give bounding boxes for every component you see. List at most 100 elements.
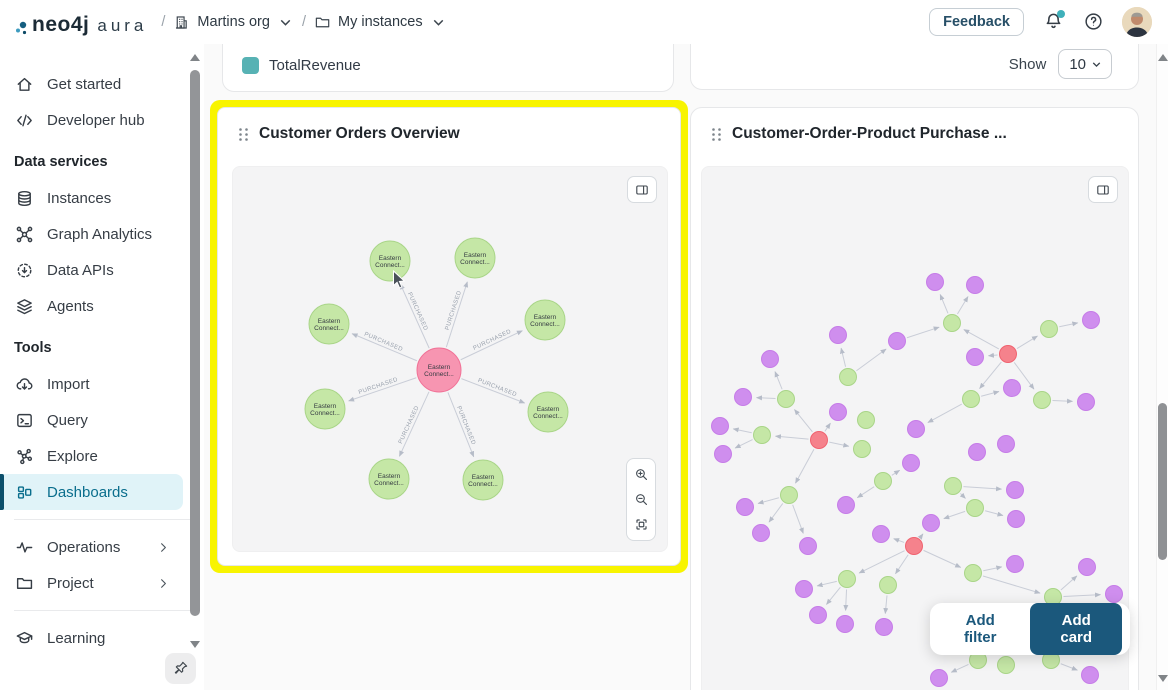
graph-node[interactable] bbox=[454, 237, 496, 279]
graph-node[interactable] bbox=[1078, 558, 1096, 576]
graph-node[interactable] bbox=[905, 537, 923, 555]
graph-node[interactable] bbox=[829, 326, 847, 344]
neo4j-aura-logo[interactable]: neo4j aura bbox=[14, 9, 147, 35]
graph-node[interactable] bbox=[966, 276, 984, 294]
graph-node[interactable] bbox=[879, 576, 897, 594]
sidebar-item-instances[interactable]: Instances bbox=[0, 180, 183, 216]
graph-node[interactable] bbox=[964, 564, 982, 582]
scroll-down-arrow[interactable] bbox=[1158, 675, 1168, 682]
graph-node[interactable] bbox=[734, 388, 752, 406]
graph-node[interactable] bbox=[926, 273, 944, 291]
graph-node[interactable] bbox=[839, 368, 857, 386]
graph-node[interactable] bbox=[799, 537, 817, 555]
graph-node[interactable] bbox=[809, 606, 827, 624]
graph-node[interactable] bbox=[997, 656, 1015, 674]
graph-node[interactable] bbox=[736, 498, 754, 516]
graph-node[interactable] bbox=[714, 445, 732, 463]
graph-node[interactable] bbox=[872, 525, 890, 543]
purchase-network-card[interactable]: Customer-Order-Product Purchase ... bbox=[690, 107, 1139, 690]
sidebar-item-dashboards[interactable]: Dashboards bbox=[0, 474, 183, 510]
graph-node[interactable] bbox=[902, 454, 920, 472]
sidebar-item-project[interactable]: Project bbox=[0, 565, 183, 601]
graph-node[interactable] bbox=[999, 345, 1017, 363]
sidebar-item-learning[interactable]: Learning bbox=[0, 620, 183, 656]
sidebar-item-agents[interactable]: Agents bbox=[0, 288, 183, 324]
graph-node[interactable] bbox=[962, 390, 980, 408]
help-button[interactable] bbox=[1082, 11, 1104, 33]
graph-node[interactable] bbox=[968, 443, 986, 461]
drag-handle-icon[interactable] bbox=[711, 127, 722, 142]
add-filter-button[interactable]: Add filter bbox=[948, 612, 1012, 646]
graph-node[interactable] bbox=[922, 514, 940, 532]
pin-sidebar-button[interactable] bbox=[165, 653, 196, 684]
scroll-down-arrow[interactable] bbox=[190, 641, 200, 648]
fit-to-view-button[interactable] bbox=[628, 512, 654, 537]
graph-node[interactable] bbox=[1006, 481, 1024, 499]
graph-node[interactable] bbox=[943, 314, 961, 332]
notifications-button[interactable] bbox=[1042, 10, 1065, 33]
graph-node[interactable] bbox=[874, 472, 892, 490]
sidebar-item-graph-analytics[interactable]: Graph Analytics bbox=[0, 216, 183, 252]
sidebar-item-data-apis[interactable]: Data APIs bbox=[0, 252, 183, 288]
graph-node[interactable] bbox=[1040, 320, 1058, 338]
graph-node[interactable] bbox=[1006, 555, 1024, 573]
graph-node[interactable] bbox=[944, 477, 962, 495]
graph-node[interactable] bbox=[527, 391, 569, 433]
graph-node[interactable] bbox=[304, 388, 346, 430]
zoom-in-button[interactable] bbox=[628, 462, 654, 487]
graph-node[interactable] bbox=[1082, 311, 1100, 329]
graph-node[interactable] bbox=[907, 420, 925, 438]
open-side-panel-button[interactable] bbox=[627, 176, 657, 203]
add-card-button[interactable]: Add card bbox=[1030, 603, 1122, 655]
graph-node[interactable] bbox=[966, 348, 984, 366]
graph-node[interactable] bbox=[1081, 666, 1099, 684]
scroll-up-arrow[interactable] bbox=[190, 54, 200, 61]
graph-node[interactable] bbox=[836, 615, 854, 633]
breadcrumb-org[interactable]: Martins org bbox=[173, 14, 294, 31]
graph-node[interactable] bbox=[1003, 379, 1021, 397]
user-avatar[interactable] bbox=[1122, 7, 1152, 37]
graph-node[interactable] bbox=[780, 486, 798, 504]
sidebar-item-explore[interactable]: Explore bbox=[0, 438, 183, 474]
purchase-graph-panel[interactable] bbox=[701, 166, 1129, 690]
graph-node[interactable] bbox=[857, 411, 875, 429]
graph-node[interactable] bbox=[875, 618, 893, 636]
graph-node[interactable] bbox=[462, 459, 504, 501]
graph-node[interactable] bbox=[416, 347, 462, 393]
open-side-panel-button[interactable] bbox=[1088, 176, 1118, 203]
page-scroll-thumb[interactable] bbox=[1158, 403, 1167, 560]
sidebar-scrollbar[interactable] bbox=[189, 48, 202, 654]
graph-node[interactable] bbox=[837, 496, 855, 514]
graph-node[interactable] bbox=[838, 570, 856, 588]
graph-node[interactable] bbox=[930, 669, 948, 687]
graph-node[interactable] bbox=[1105, 585, 1123, 603]
zoom-out-button[interactable] bbox=[628, 487, 654, 512]
sidebar-item-get-started[interactable]: Get started bbox=[0, 66, 183, 102]
feedback-button[interactable]: Feedback bbox=[929, 8, 1024, 36]
drag-handle-icon[interactable] bbox=[238, 127, 249, 142]
page-size-select[interactable]: 10 bbox=[1058, 49, 1112, 79]
graph-node[interactable] bbox=[368, 458, 410, 500]
graph-node[interactable] bbox=[524, 299, 566, 341]
graph-node[interactable] bbox=[752, 524, 770, 542]
graph-node[interactable] bbox=[829, 403, 847, 421]
sidebar-item-developer-hub[interactable]: Developer hub bbox=[0, 102, 183, 138]
graph-node[interactable] bbox=[966, 499, 984, 517]
graph-node[interactable] bbox=[853, 440, 871, 458]
graph-node[interactable] bbox=[761, 350, 779, 368]
graph-node[interactable] bbox=[753, 426, 771, 444]
graph-node[interactable] bbox=[1007, 510, 1025, 528]
graph-node[interactable] bbox=[711, 417, 729, 435]
scroll-up-arrow[interactable] bbox=[1158, 54, 1168, 61]
graph-node[interactable] bbox=[888, 332, 906, 350]
graph-node[interactable] bbox=[1033, 391, 1051, 409]
sidebar-item-operations[interactable]: Operations bbox=[0, 529, 183, 565]
page-scrollbar[interactable] bbox=[1156, 44, 1168, 690]
graph-node[interactable] bbox=[997, 435, 1015, 453]
sidebar-item-query[interactable]: Query bbox=[0, 402, 183, 438]
sidebar-scroll-thumb[interactable] bbox=[190, 70, 200, 616]
graph-node[interactable] bbox=[1077, 393, 1095, 411]
graph-node[interactable] bbox=[795, 580, 813, 598]
